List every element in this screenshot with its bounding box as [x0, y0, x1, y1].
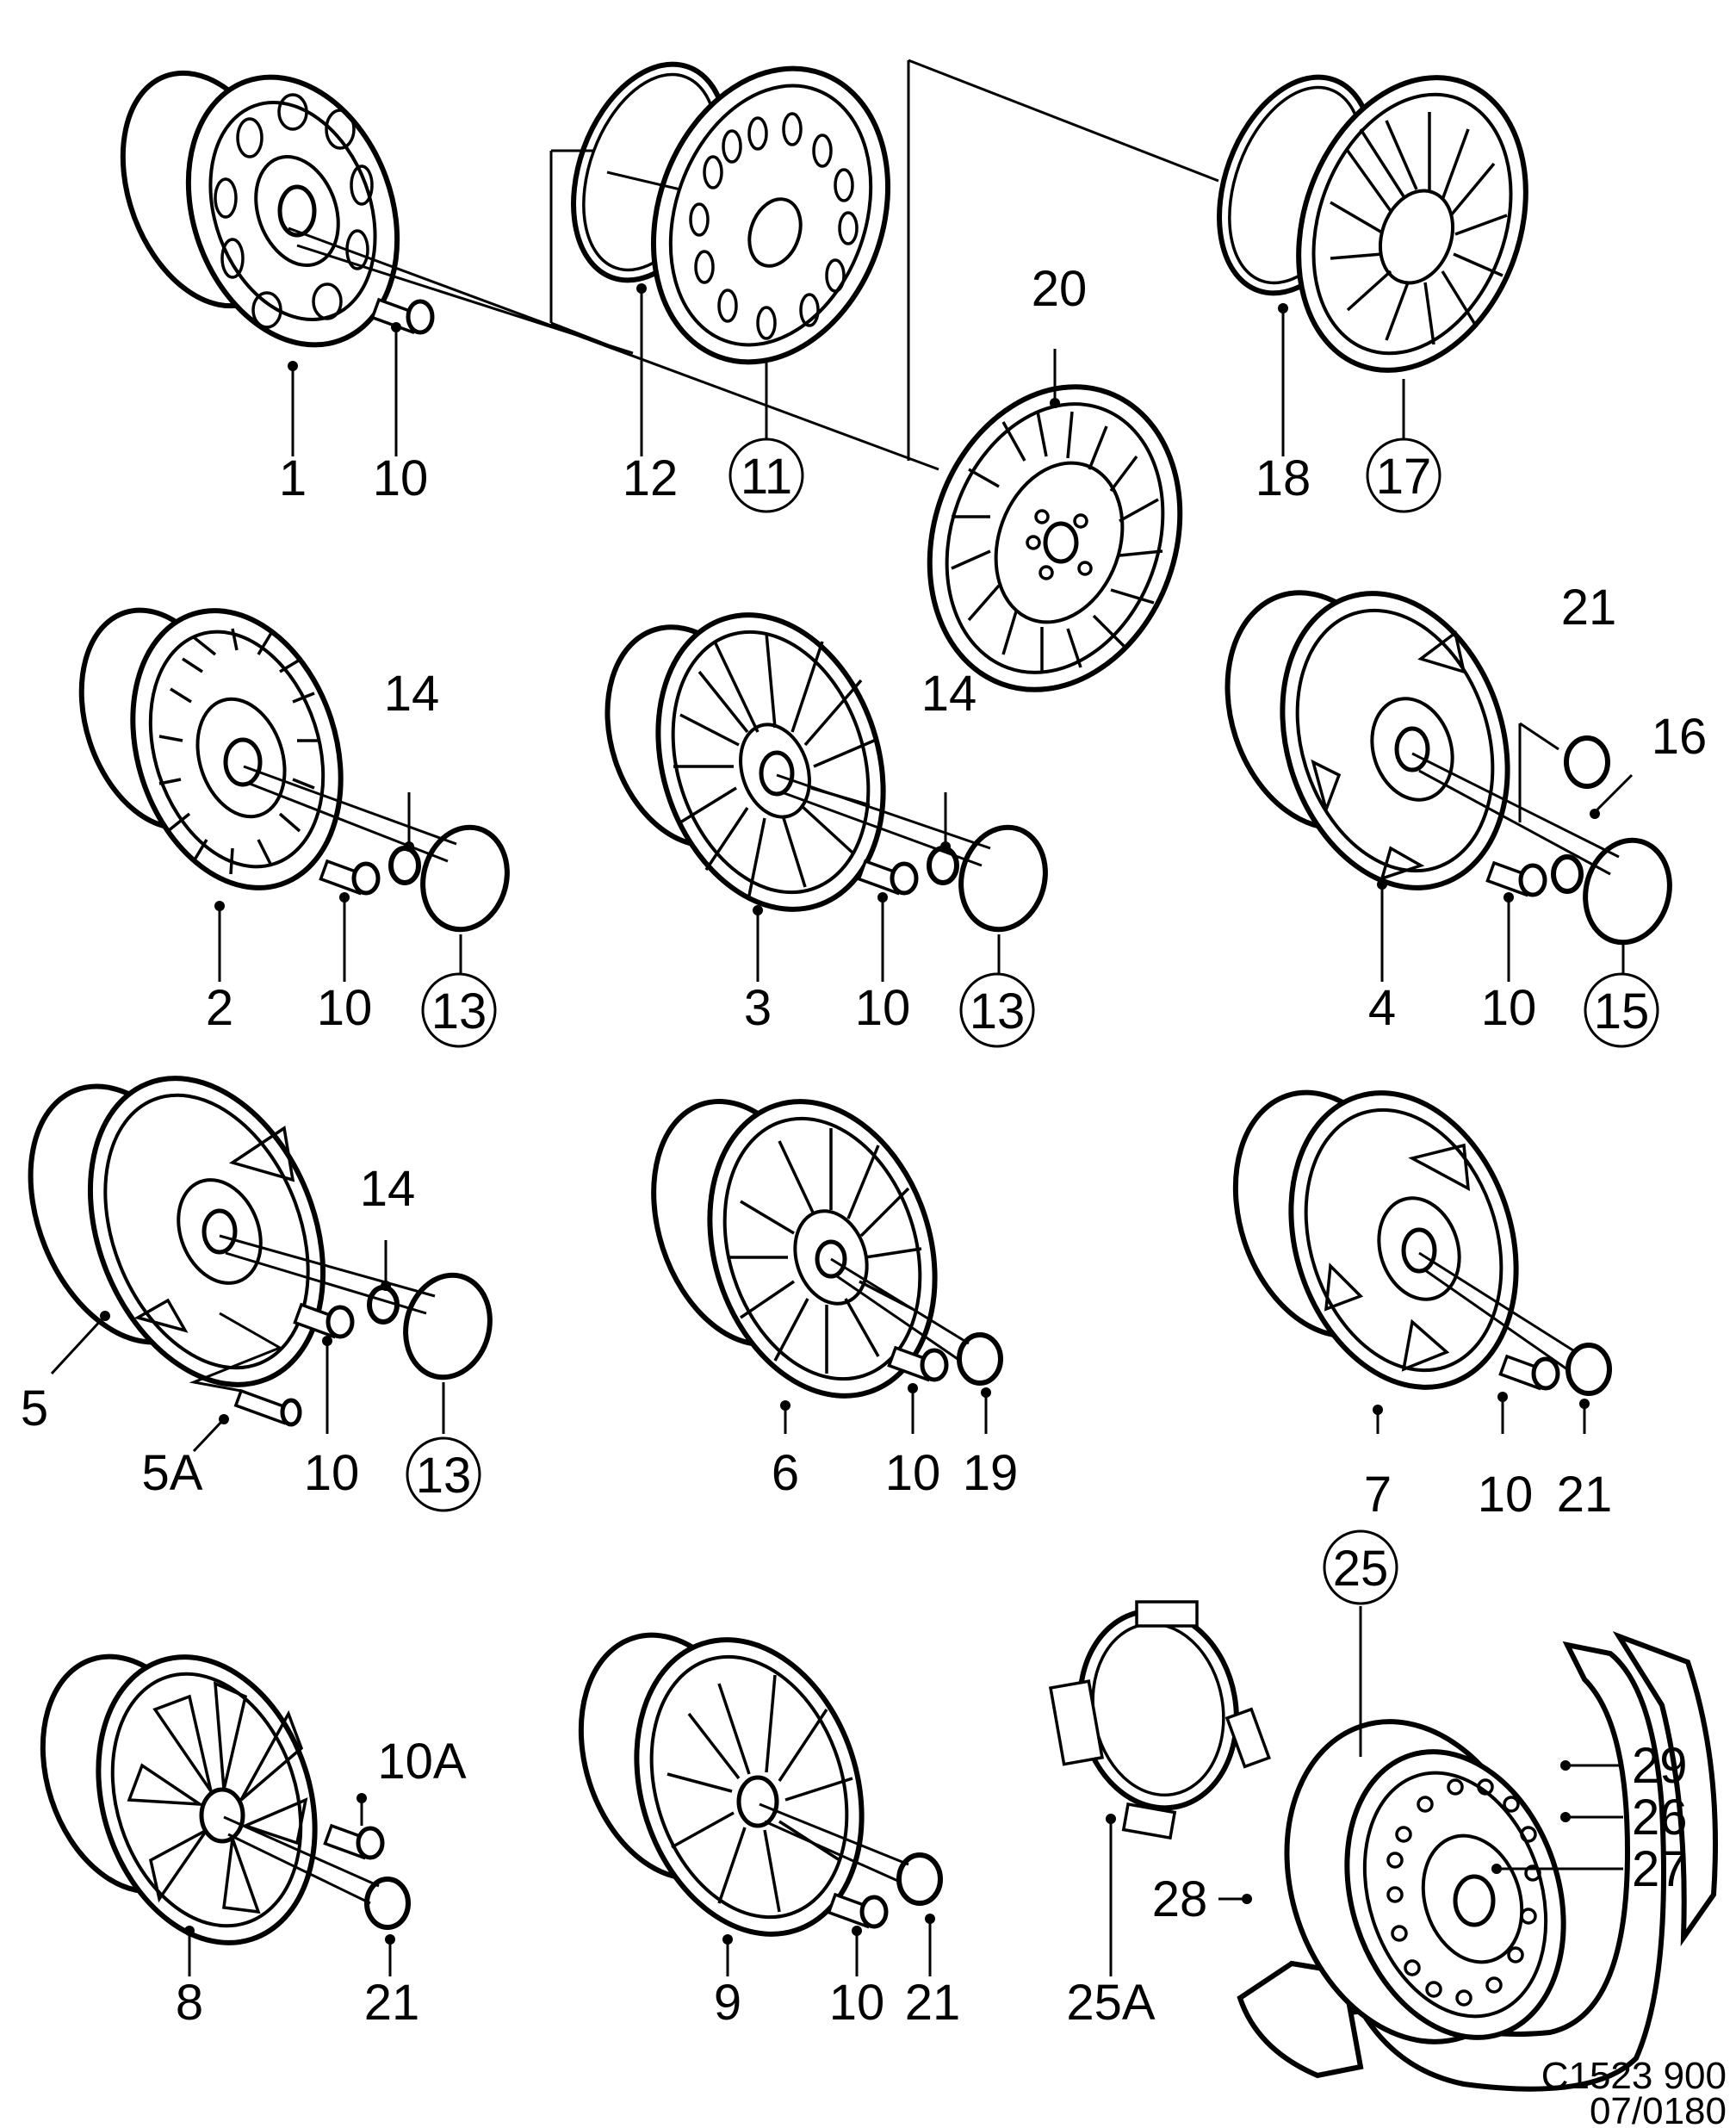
centre-cap-21[interactable] [896, 1852, 943, 1906]
alloy-wheel-7[interactable] [1206, 1064, 1553, 1417]
alloy-wheel-3[interactable] [580, 586, 920, 939]
label-part-14: 14 [360, 1161, 416, 1217]
wheel-bolt-10[interactable] [293, 1302, 355, 1339]
leaders-row1 [288, 283, 1405, 456]
circle-part-13 [421, 972, 497, 1048]
alloy-wheel-6[interactable] [624, 1072, 971, 1425]
label-part-26: 26 [1632, 1790, 1688, 1846]
drawing-code-line1: C1523 900 [1541, 2055, 1727, 2097]
leaders-row3 [50, 1240, 1590, 1453]
hubcap-11[interactable] [614, 35, 927, 395]
label-part-8: 8 [176, 1975, 203, 2031]
valve-5A[interactable] [233, 1388, 302, 1427]
label-part-14: 14 [384, 666, 440, 722]
label-part-10: 10 [317, 980, 373, 1036]
label-part-28: 28 [1152, 1871, 1208, 1927]
label-part-12: 12 [623, 450, 679, 506]
label-part-10: 10 [885, 1445, 941, 1501]
centre-ring-14[interactable] [1551, 854, 1584, 894]
label-part-15: 15 [1594, 983, 1650, 1039]
label-part-1: 1 [279, 450, 307, 506]
centre-cap-13[interactable] [394, 1266, 501, 1387]
leaders-row2 [214, 773, 1634, 982]
alloy-wheel-8[interactable] [14, 1629, 350, 1971]
label-part-10: 10 [1478, 1467, 1534, 1523]
circle-part-13 [959, 972, 1035, 1048]
label-part-13: 13 [416, 1448, 472, 1504]
label-part-6: 6 [772, 1445, 799, 1501]
centre-cap-21[interactable] [364, 1877, 411, 1930]
label-part-10: 10 [829, 1975, 885, 2031]
leaders-row4 [184, 1606, 1623, 1976]
alloy-wheel-20[interactable] [889, 351, 1221, 725]
alloy-wheel-2[interactable] [55, 584, 375, 915]
circle-part-13 [406, 1436, 481, 1512]
label-part-5: 5 [21, 1380, 48, 1436]
alloy-wheel-9[interactable] [551, 1610, 898, 1964]
wheel-bolt-10[interactable] [887, 1345, 949, 1382]
label-part-20: 20 [1032, 261, 1088, 317]
wheel-bolt-10A[interactable] [323, 1823, 385, 1860]
alloy-wheel-5[interactable] [0, 1044, 366, 1420]
label-part-10A: 10A [377, 1734, 467, 1790]
circle-part-15 [1584, 972, 1659, 1048]
centre-cap-21[interactable] [1566, 1343, 1612, 1396]
label-part-14: 14 [921, 666, 977, 722]
label-part-18: 18 [1256, 450, 1311, 506]
label-part-9: 9 [714, 1975, 741, 2031]
alloy-wheel-4[interactable] [1199, 564, 1544, 917]
label-part-21: 21 [1561, 580, 1617, 636]
label-part-16: 16 [1652, 709, 1708, 765]
wheel-bolt-10[interactable] [370, 297, 435, 335]
centre-cap-15[interactable] [1574, 831, 1681, 952]
label-part-19: 19 [963, 1445, 1019, 1501]
label-part-10: 10 [304, 1445, 360, 1501]
label-part-11: 11 [741, 449, 792, 505]
centre-cap-13[interactable] [950, 818, 1057, 940]
centre-cap-13[interactable] [412, 818, 518, 940]
drawing-code-line2: 07/0180 [1590, 2090, 1727, 2128]
label-part-25A: 25A [1066, 1975, 1156, 2031]
wheel-bolt-10[interactable] [319, 859, 381, 896]
hubcap-17[interactable] [1260, 46, 1566, 402]
label-part-10: 10 [1481, 980, 1537, 1036]
label-part-10: 10 [855, 980, 911, 1036]
label-part-2: 2 [206, 980, 233, 1036]
circle-part-11 [728, 437, 804, 513]
steel-wheel-1[interactable] [93, 47, 433, 374]
wheel-bolt-10[interactable] [1485, 860, 1547, 897]
centre-cap-21[interactable] [1564, 735, 1610, 789]
label-part-21: 21 [364, 1975, 420, 2031]
label-part-10: 10 [373, 450, 429, 506]
centre-ring-14[interactable] [367, 1285, 400, 1325]
wheel-bolt-10[interactable] [857, 859, 919, 896]
label-part-21: 21 [1557, 1467, 1613, 1523]
label-part-4: 4 [1368, 980, 1396, 1036]
circle-part-17 [1366, 437, 1442, 513]
centre-ring-14[interactable] [927, 846, 959, 885]
label-part-27: 27 [1632, 1841, 1688, 1897]
label-part-29: 29 [1632, 1738, 1688, 1794]
label-part-13: 13 [431, 983, 487, 1039]
spare-steel-wheel-27[interactable] [1247, 1689, 1599, 2075]
label-part-7: 7 [1364, 1467, 1392, 1523]
centre-ring-14[interactable] [388, 846, 421, 885]
label-part-25: 25 [1333, 1541, 1389, 1597]
label-part-21: 21 [905, 1975, 961, 2031]
label-part-17: 17 [1376, 449, 1432, 505]
label-part-5A: 5A [142, 1445, 203, 1501]
wheel-bolt-10[interactable] [1498, 1354, 1560, 1391]
spare-wheel-strap-25A[interactable] [1048, 1598, 1271, 1840]
circle-part-25 [1323, 1529, 1398, 1605]
label-part-13: 13 [970, 983, 1026, 1039]
wheel-bolt-10[interactable] [827, 1892, 889, 1929]
label-part-3: 3 [744, 980, 772, 1036]
